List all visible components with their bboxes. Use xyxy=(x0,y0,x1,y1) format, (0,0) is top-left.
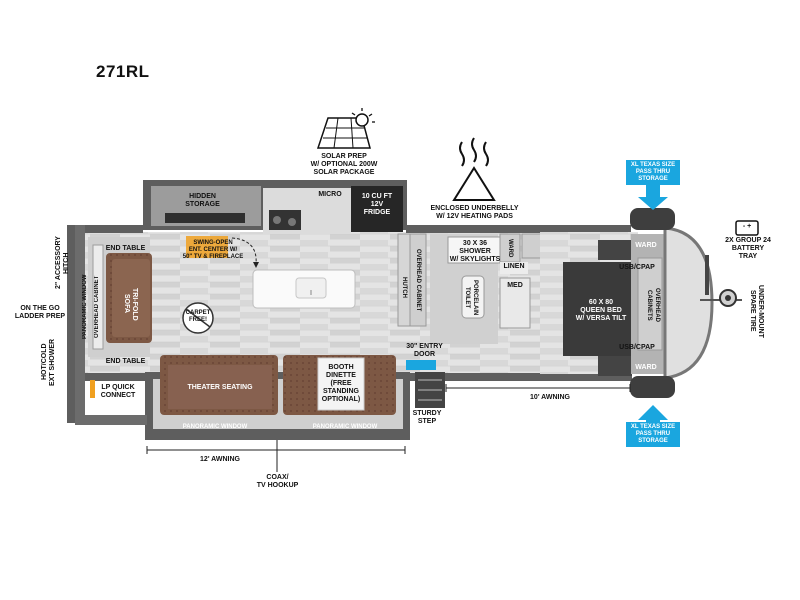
xl-storage-bottom-label: XL TEXAS SIZE PASS THRU STORAGE xyxy=(626,422,680,447)
ward-bath-label: WARD xyxy=(507,238,513,258)
spare-tire-icon xyxy=(719,289,737,307)
coax-label: COAX/ TV HOOKUP xyxy=(256,474,299,489)
ext-shower-label: HOT/COLD EXT SHOWER xyxy=(41,338,56,386)
awning-12-label: 12' AWNING xyxy=(200,456,240,463)
arrow-down-icon xyxy=(638,185,668,210)
linen-label: LINEN xyxy=(503,263,525,270)
battery-icon xyxy=(735,220,759,236)
awning-10-label: 10' AWNING xyxy=(530,394,570,401)
usb-top-label: USB/CPAP xyxy=(619,264,655,271)
panoramic-bottom-2-label: PANORAMIC WINDOW xyxy=(312,424,378,430)
ward-top-label: WARD xyxy=(635,242,657,249)
overhead-mid-label: OVERHEAD CABINET xyxy=(415,248,421,312)
carpet-free-badge-icon xyxy=(182,302,214,334)
spare-tire-label: UNDER-MOUNT SPARE TIRE xyxy=(749,284,764,338)
end-table-top-label: END TABLE xyxy=(105,245,146,252)
med-label: MED xyxy=(507,282,523,289)
panoramic-bottom-1-label: PANORAMIC WINDOW xyxy=(182,424,248,430)
dinette-label: BOOTH DINETTE (FREE STANDING OPTIONAL) xyxy=(321,364,361,403)
micro-label: MICRO xyxy=(318,191,342,198)
toilet-label: PORCELAIN TOILET xyxy=(464,280,478,316)
bed-label: 60 X 80 QUEEN BED W/ VERSA TILT xyxy=(575,299,627,322)
sofa-label: TRI-FOLD SOFA xyxy=(123,287,138,321)
end-table-bottom-label: END TABLE xyxy=(105,358,146,365)
theater-seating-label: THEATER SEATING xyxy=(187,384,253,391)
ladder-label: ON THE GO LADDER PREP xyxy=(14,305,66,320)
overhead-bed-label: OVERHEAD CABINETS xyxy=(646,287,660,322)
sturdy-step-label: STURDY STEP xyxy=(412,410,442,425)
ent-center-label: SWING-OPEN ENT. CENTER W/ 50" TV & FIREP… xyxy=(182,240,244,260)
battery-symbol: - + xyxy=(742,223,752,230)
heat-waves-icon xyxy=(452,137,496,201)
shower-label: 30 X 36 SHOWER W/ SKYLIGHTS xyxy=(449,240,501,263)
sun-icon xyxy=(351,108,375,127)
carpet-free-label: CARPET FREE! xyxy=(185,310,211,323)
overhead-left-label: OVERHEAD CABINET xyxy=(94,275,100,339)
entry-door-label: 30" ENTRY DOOR xyxy=(406,343,443,358)
fridge-label: 10 CU FT 12V FRIDGE xyxy=(361,193,393,216)
lp-connect-label: LP QUICK CONNECT xyxy=(100,384,136,399)
xl-storage-top-label: XL TEXAS SIZE PASS THRU STORAGE xyxy=(626,160,680,185)
solar-label: SOLAR PREP W/ OPTIONAL 200W SOLAR PACKAG… xyxy=(310,153,378,176)
hidden-storage-label: HIDDEN STORAGE xyxy=(185,193,220,208)
solar-panel-icon xyxy=(316,117,371,149)
underbelly-label: ENCLOSED UNDERBELLY W/ 12V HEATING PADS xyxy=(430,205,519,220)
battery-label: 2X GROUP 24 BATTERY TRAY xyxy=(725,237,771,260)
panoramic-left-label: PANORAMIC WINDOW xyxy=(82,274,88,340)
accessory-hitch-label: 2" ACCESSORY HITCH xyxy=(55,236,70,290)
model-title: 271RL xyxy=(96,62,150,81)
ward-bottom-label: WARD xyxy=(635,364,657,371)
hutch-label: HUTCH xyxy=(401,276,407,298)
usb-bottom-label: USB/CPAP xyxy=(619,344,655,351)
